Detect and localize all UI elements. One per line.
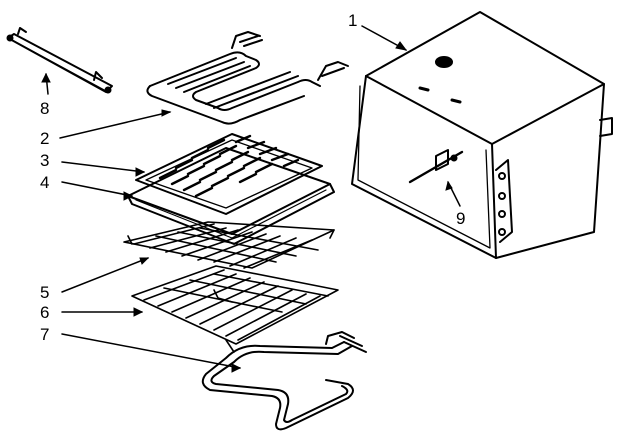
callout-2: 2	[40, 129, 49, 148]
leader-line-3	[61, 161, 145, 173]
part-2-upper-heating-element	[146, 31, 349, 125]
leader-line-5	[61, 257, 149, 293]
callout-8: 8	[40, 99, 49, 118]
callout-7: 7	[40, 325, 49, 344]
part-1-oven-cavity	[351, 11, 613, 259]
callout-1: 1	[348, 11, 357, 30]
part-3-broiler-pan-grid	[135, 133, 323, 215]
part-5-oven-rack	[123, 221, 335, 269]
callout-5: 5	[40, 283, 49, 302]
callout-3: 3	[40, 151, 49, 170]
leader-arrowheads	[41, 41, 453, 373]
leader-line-7	[61, 333, 241, 369]
leader-line-4	[61, 181, 133, 197]
callout-4: 4	[40, 173, 49, 192]
leader-lines	[45, 25, 461, 369]
part-6-oven-rack	[131, 265, 339, 353]
callout-6: 6	[40, 303, 49, 322]
part-7-lower-heating-element	[201, 331, 367, 431]
leader-line-2	[59, 111, 171, 139]
part-8-bracket	[6, 27, 113, 94]
part-9-oven-sensor	[408, 149, 464, 184]
callout-9: 9	[456, 209, 465, 228]
